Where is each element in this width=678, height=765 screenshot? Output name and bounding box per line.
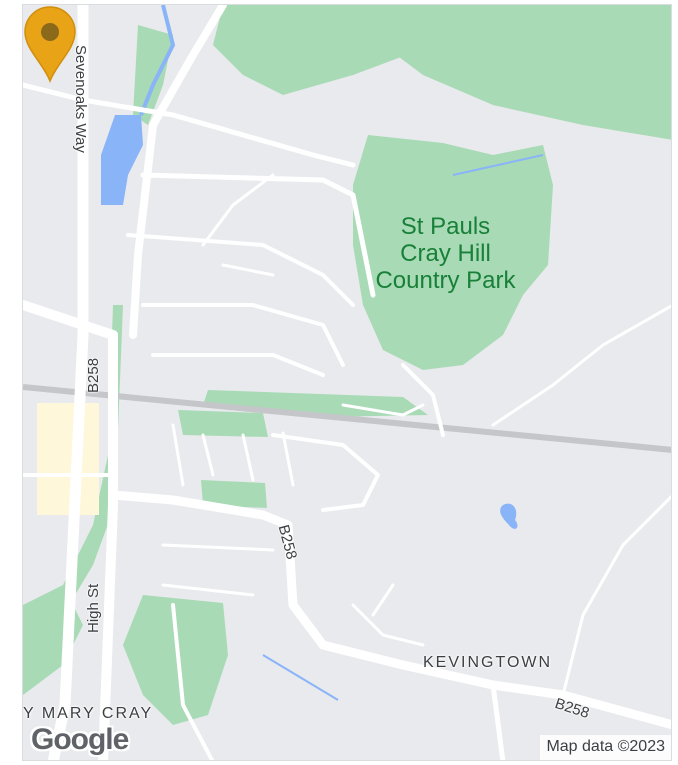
urban-block bbox=[37, 403, 99, 515]
google-logo[interactable]: Google bbox=[31, 723, 129, 756]
park-south-field bbox=[123, 595, 228, 725]
park-country-park bbox=[353, 135, 553, 370]
roads bbox=[23, 5, 671, 760]
river bbox=[139, 5, 176, 116]
railway bbox=[23, 384, 671, 453]
lake bbox=[101, 115, 143, 205]
park-label: St Pauls Cray Hill Country Park bbox=[375, 213, 516, 294]
map-attribution[interactable]: Map data ©2023 bbox=[540, 735, 671, 760]
park-rail-lower bbox=[178, 410, 268, 437]
place-label-kevingtown: KEVINGTOWN bbox=[423, 654, 553, 671]
park-north-east bbox=[373, 5, 671, 140]
marker-dot bbox=[41, 23, 59, 41]
park-small-field bbox=[201, 480, 267, 508]
road-label-high-st: High St bbox=[85, 583, 102, 633]
stream-east bbox=[452, 154, 544, 176]
park-left-strip bbox=[133, 25, 173, 125]
map-canvas[interactable]: St Pauls Cray Hill Country Park Sevenoak… bbox=[22, 4, 672, 761]
road-label-b258-left: B258 bbox=[85, 357, 102, 393]
pond bbox=[500, 503, 518, 529]
stream-south bbox=[262, 654, 339, 701]
place-label-mary-cray: Y MARY CRAY bbox=[23, 705, 154, 722]
map-graphics bbox=[23, 5, 671, 760]
location-marker[interactable] bbox=[23, 5, 77, 83]
